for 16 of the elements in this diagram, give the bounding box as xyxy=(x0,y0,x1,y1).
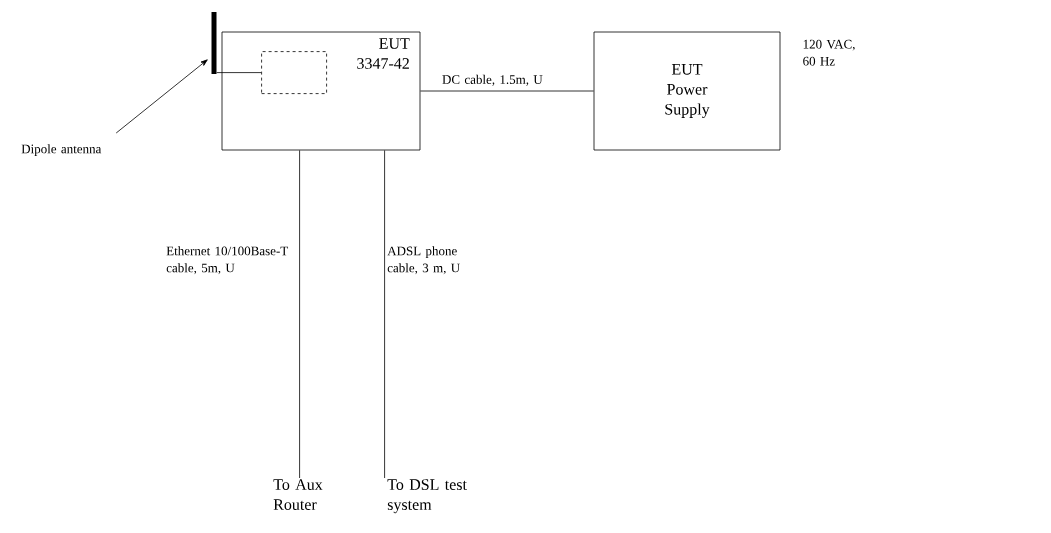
terminal-label: To Aux Router xyxy=(273,479,323,510)
arrow xyxy=(115,59,208,134)
caption-text: Dipole antenna xyxy=(21,144,102,156)
supply-note: 120 VAC, 60 Hz xyxy=(803,39,855,66)
edge-label: ADSL phone cable, 3 m, U xyxy=(387,246,460,275)
edge-label: Ethernet 10/100Base-T cable, 5m, U xyxy=(166,246,288,275)
cable-line xyxy=(420,90,594,92)
antenna-bar xyxy=(211,12,217,74)
device-box: EUT 3347-42 xyxy=(221,31,421,151)
power-supply-box: EUT Power Supply xyxy=(593,31,781,151)
module-box xyxy=(261,51,327,94)
cable-line xyxy=(216,72,262,73)
cable-line xyxy=(384,150,385,479)
edge-label: DC cable, 1.5m, U xyxy=(442,74,543,86)
terminal-label: To DSL test system xyxy=(387,479,467,514)
cable-line xyxy=(299,150,300,479)
